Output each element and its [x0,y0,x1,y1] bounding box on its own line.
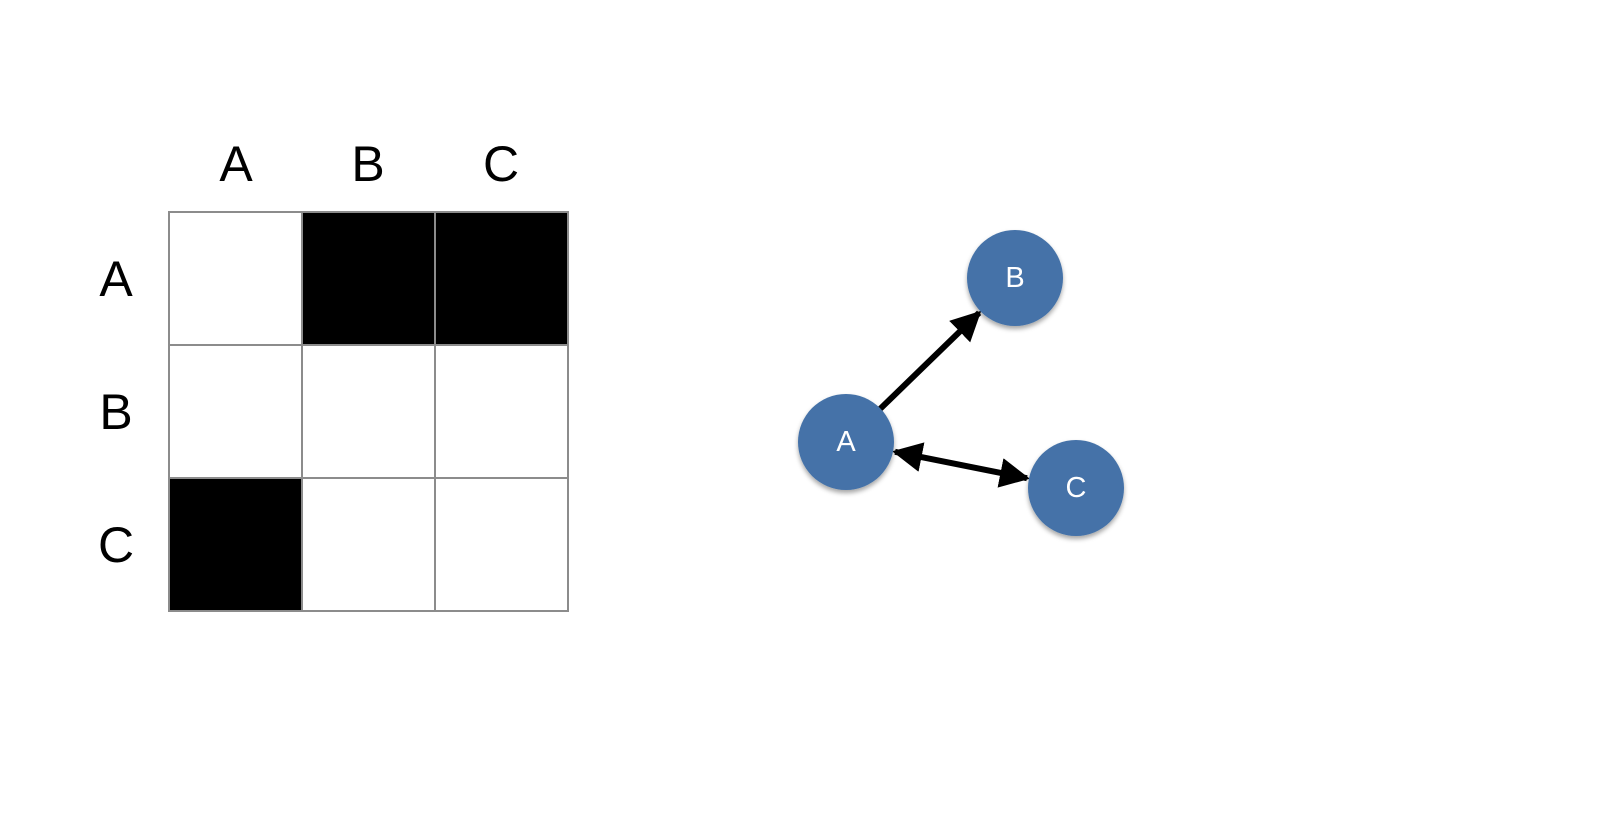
matrix-cell-a-c [434,211,569,346]
matrix-row-labels: A B C [98,251,134,573]
matrix-cell-b-a [168,344,303,479]
node-label: B [1005,262,1024,294]
matrix-column-label: A [219,136,253,192]
matrix-cell-b-c [434,344,569,479]
adjacency-matrix: A B C A B C [98,136,569,612]
matrix-cell-b-b [301,344,436,479]
matrix-row-label: C [98,517,134,573]
graph-node-b: B [967,230,1063,326]
matrix-column-labels: A B C [219,136,519,192]
matrix-cells [168,211,569,612]
matrix-cell-a-a [168,211,303,346]
matrix-cell-a-b [301,211,436,346]
matrix-cell-c-b [301,477,436,612]
graph-edge-a-c [892,442,1030,488]
graph-node-a: A [798,394,894,490]
node-circle [1028,440,1124,536]
matrix-row-label: A [99,251,133,307]
matrix-cell-c-a [168,477,303,612]
graph-edges [875,310,1030,488]
directed-graph: A B C [798,230,1124,536]
matrix-cell-c-c [434,477,569,612]
matrix-column-label: C [483,136,519,192]
node-label: A [836,426,856,458]
graph-node-c: C [1028,440,1124,536]
node-circle [967,230,1063,326]
node-circle [798,394,894,490]
matrix-row-label: B [99,384,132,440]
matrix-column-label: B [351,136,384,192]
node-label: C [1066,472,1087,504]
graph-edge-a-b [875,310,982,414]
